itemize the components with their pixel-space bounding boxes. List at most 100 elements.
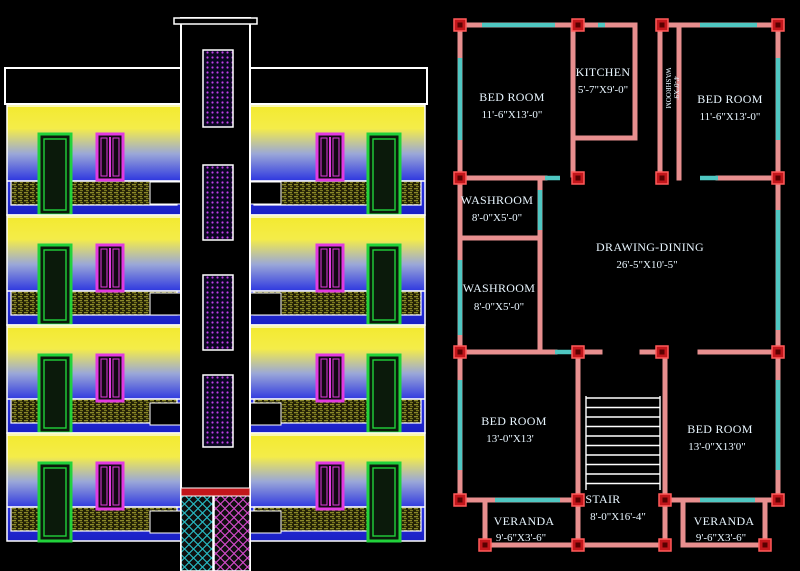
floor-gap	[249, 292, 282, 316]
floor-gap	[249, 510, 282, 534]
door-panel	[43, 249, 67, 321]
roof-parapet-right	[249, 67, 428, 105]
window-pane	[112, 358, 120, 398]
floor-plan: BED ROOM 11'-6"X13'-0" KITCHEN 5'-7"X9'-…	[453, 18, 785, 552]
column-core	[575, 349, 581, 355]
column-core	[775, 22, 781, 28]
room-size: 11'-6"X13'-0"	[700, 111, 761, 123]
column-core	[457, 497, 463, 503]
floor-gap	[149, 181, 182, 205]
room-washroom-1: WASHROOM 8'-0"X5'-0"	[461, 193, 533, 224]
door-panel	[372, 138, 396, 211]
room-veranda-right: VERANDA 9'-6"X3'-6"	[694, 514, 755, 544]
floor-gap	[249, 402, 282, 426]
window-pane	[112, 248, 120, 288]
column-core	[482, 542, 488, 548]
door-panel	[372, 249, 396, 321]
tower-window	[202, 164, 234, 241]
plan-columns	[453, 18, 785, 552]
room-bed-room-top-right: BED ROOM 11'-6"X13'-0"	[697, 92, 762, 123]
floor-gap	[249, 181, 282, 205]
room-size: 13'-0"X13'0"	[688, 441, 746, 453]
room-kitchen: KITCHEN 5'-7"X9'-0"	[576, 65, 631, 96]
room-size: 26'-5"X10'-5"	[616, 259, 677, 271]
room-washroom-small: WASHROOM 4'-0"X9'	[664, 68, 680, 110]
door-panel	[372, 359, 396, 429]
column-core	[575, 542, 581, 548]
column-core	[775, 497, 781, 503]
room-size: 13'-0"X13'	[486, 433, 534, 445]
room-size: 4'-0"X9'	[672, 76, 680, 99]
floor-gap	[149, 402, 182, 426]
room-name: WASHROOM	[463, 281, 535, 295]
window-pane	[100, 137, 108, 177]
column-core	[659, 349, 665, 355]
window-pane	[320, 137, 328, 177]
room-size: 8'-0"X5'-0"	[472, 212, 522, 224]
column-core	[575, 175, 581, 181]
room-stair: STAIR 8'-0"X16'-4"	[585, 492, 645, 523]
room-name: STAIR	[585, 492, 620, 506]
window-pane	[332, 358, 340, 398]
column-core	[457, 22, 463, 28]
window-pane	[320, 248, 328, 288]
room-size: 9'-6"X3'-6"	[496, 532, 546, 544]
column-core	[457, 349, 463, 355]
entrance-gate-frame	[180, 487, 251, 497]
stair-tower-cap	[173, 17, 258, 25]
room-name: VERANDA	[494, 514, 555, 528]
room-name: VERANDA	[694, 514, 755, 528]
room-name: WASHROOM	[461, 193, 533, 207]
floor-gap	[149, 292, 182, 316]
room-bed-room-bottom-right: BED ROOM 13'-0"X13'0"	[687, 422, 752, 453]
column-core	[662, 497, 668, 503]
entrance-gate-left	[180, 493, 214, 571]
room-size: 8'-0"X5'-0"	[474, 301, 524, 313]
door-panel	[43, 467, 67, 537]
room-washroom-2: WASHROOM 8'-0"X5'-0"	[463, 281, 535, 313]
column-core	[762, 542, 768, 548]
column-core	[659, 22, 665, 28]
room-name: WASHROOM	[664, 68, 672, 110]
column-core	[457, 175, 463, 181]
door-panel	[43, 359, 67, 429]
tower-window	[202, 49, 234, 128]
column-core	[659, 175, 665, 181]
window-pane	[100, 248, 108, 288]
plan-windows	[457, 22, 781, 503]
door-panel	[372, 467, 396, 537]
room-bed-room-top-left: BED ROOM 11'-6"X13'-0"	[479, 90, 544, 121]
elevation-floors	[6, 103, 426, 543]
plan-stair-treads	[585, 396, 661, 490]
room-name: BED ROOM	[687, 422, 752, 436]
room-name: KITCHEN	[576, 65, 631, 79]
room-name: DRAWING-DINING	[596, 240, 704, 254]
door-panel	[43, 138, 67, 211]
room-size: 9'-6"X3'-6"	[696, 532, 746, 544]
stair-tower-windows	[202, 49, 234, 448]
column-core	[775, 175, 781, 181]
window-pane	[112, 466, 120, 506]
tower-window	[202, 374, 234, 448]
room-veranda-left: VERANDA 9'-6"X3'-6"	[494, 514, 555, 544]
room-bed-room-bottom-left: BED ROOM 13'-0"X13'	[481, 414, 546, 445]
window-pane	[332, 466, 340, 506]
window-pane	[332, 137, 340, 177]
room-name: BED ROOM	[697, 92, 762, 106]
room-name: BED ROOM	[481, 414, 546, 428]
column-core	[575, 497, 581, 503]
window-pane	[112, 137, 120, 177]
tower-window	[202, 274, 234, 351]
room-size: 8'-0"X16'-4"	[590, 511, 646, 523]
window-pane	[320, 358, 328, 398]
window-pane	[100, 466, 108, 506]
column-core	[775, 349, 781, 355]
roof-parapet-left	[4, 67, 182, 105]
window-pane	[320, 466, 328, 506]
room-drawing-dining: DRAWING-DINING 26'-5"X10'-5"	[596, 240, 704, 271]
room-size: 5'-7"X9'-0"	[578, 84, 628, 96]
column-core	[662, 542, 668, 548]
room-name: BED ROOM	[479, 90, 544, 104]
window-pane	[100, 358, 108, 398]
